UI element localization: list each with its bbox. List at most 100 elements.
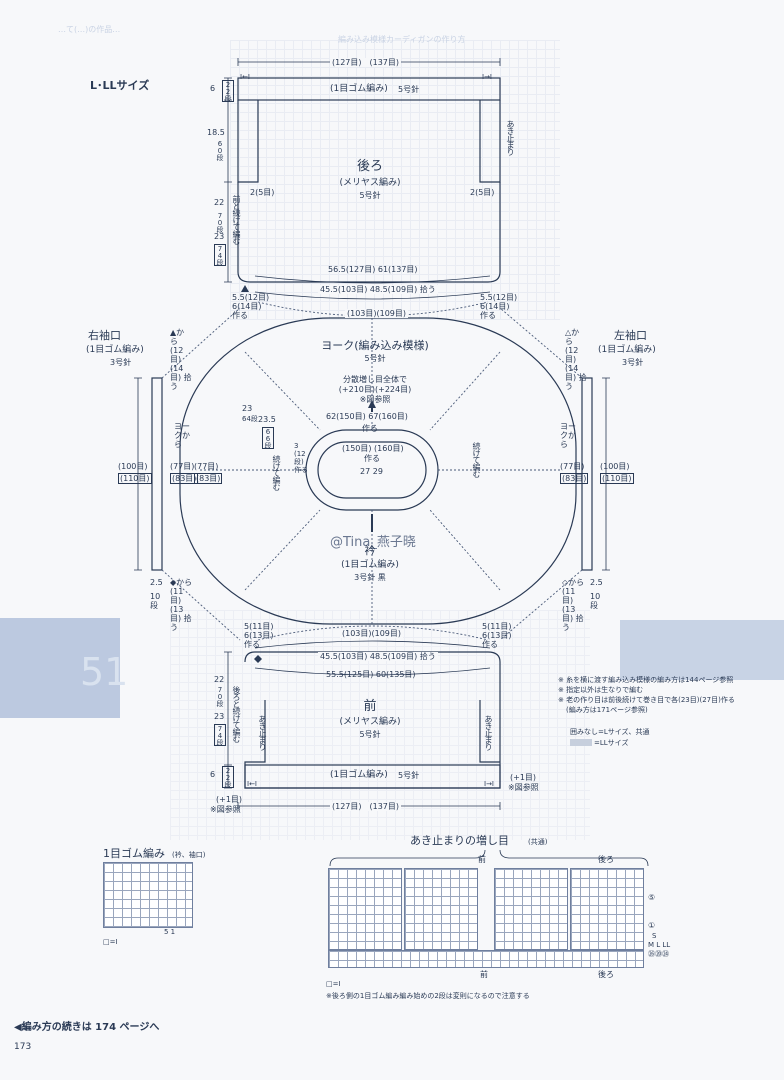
back-h-low2-rows: 74段 <box>214 244 226 266</box>
right-sleeve-bottom-pick: ◆から (11目) (13目) 拾う <box>170 578 193 632</box>
back-height-dim <box>224 77 232 283</box>
continued-note[interactable]: ◀編み方の続きは 174 ページへ <box>14 1022 160 1033</box>
slit-chart-sub: (共通) <box>528 838 548 846</box>
yoke-collar-inner: (150目) (160目) <box>342 444 404 453</box>
left-sleeve-total2: (110目) <box>600 473 634 484</box>
yoke-inner-make: 作る <box>362 424 378 433</box>
right-tab-panel <box>620 620 784 680</box>
diamond-marker <box>254 655 262 663</box>
front-stitch: (メリヤス編み) <box>339 717 401 727</box>
left-cuff-dim <box>602 377 610 571</box>
slit-label-front-top: 前 <box>478 855 486 864</box>
back-h-low-rows: 70段 <box>216 212 224 232</box>
yoke-title: ヨーク(編み込み模様) <box>321 339 429 352</box>
header-left: …て(…)の作品… <box>58 25 121 34</box>
right-sleeve-yoke-from: ヨークから <box>174 422 190 449</box>
yoke-collar-inner2: 作る <box>364 454 380 463</box>
front-pickup-arc <box>254 640 491 649</box>
front-rib-band <box>244 764 501 789</box>
front-tag-left: Ⅰ←Ⅰ <box>247 780 257 788</box>
front-side-note: 後ろと続けて編む <box>232 686 241 742</box>
back-pickup-width: 45.5(103目) 48.5(109目) 拾う <box>318 285 438 294</box>
slit-chart-title: あき止まりの増し目 <box>410 834 509 847</box>
right-sleeve-count-a: (77目) <box>170 462 195 471</box>
rib-chart-col-nums: 5 1 <box>164 928 176 936</box>
yoke-side-depth1: 23 <box>242 404 253 413</box>
right-cuff-dim <box>134 377 142 571</box>
back-rib-label: (1目ゴム編み) <box>330 84 388 94</box>
right-sleeve-total1: (100目) <box>118 462 148 471</box>
left-sleeve-bottom-len: 2.5 <box>590 578 603 587</box>
left-sleeve-bottom-rows: 10段 <box>590 592 601 610</box>
slit-sizes-2: M L LL <box>648 941 671 949</box>
front-h-rib: 6 <box>210 770 216 779</box>
yoke-inner-count: 62(150目) 67(160目) <box>326 412 408 421</box>
background-grid <box>230 40 560 320</box>
yoke-arrow-head <box>368 400 376 408</box>
slit-chart-legend: □=Ⅰ <box>326 980 341 988</box>
yoke-increase-note2: (+210目)(+224目) <box>338 385 412 394</box>
note-2: ※ 指定以外は生なりで編む <box>558 686 644 694</box>
front-h-low2-rows: 74段 <box>214 724 226 746</box>
back-right-increase: 2(5目) <box>470 188 495 197</box>
collar-stitch: (1目ゴム編み) <box>341 560 399 570</box>
yoke-collar-size: 27 29 <box>360 467 383 476</box>
triangle-marker <box>241 285 249 292</box>
right-sleeve-top-pick: ▲から (12目) (14目) 拾う <box>170 328 192 391</box>
front-slit-left: あき止まり <box>258 715 267 750</box>
right-sleeve-needle: 3号針 <box>110 358 132 367</box>
note-3: ※ 老の作り目は前後続けて巻き目で各(23目)(27目)作る <box>558 696 735 704</box>
slit-label-front-bottom: 前 <box>480 970 488 979</box>
back-h-rib: 6 <box>210 84 216 93</box>
right-sleeve-title: 右袖口 <box>88 329 121 342</box>
front-h-low-rows: 70段 <box>216 686 224 706</box>
back-body-outline <box>237 182 501 283</box>
back-slit: あき止まり <box>506 120 515 155</box>
left-cuff <box>581 377 593 571</box>
slit-chart-footnote: ※後ろ側の1目ゴム編み編み始めの2段は変則になるので注意する <box>326 992 530 1000</box>
collar-inner <box>317 441 427 499</box>
left-sleeve-bottom-pick: ◇から (11目) (13目) 拾う <box>562 578 585 632</box>
back-h-mid: 18.5 <box>207 128 225 137</box>
yoke-collar-rows: 3 (12段) 作る <box>294 442 308 474</box>
front-plus-left-note: ※図参照 <box>210 805 241 814</box>
yoke-needle: 5号針 <box>364 354 386 363</box>
back-h-mid-rows: 60段 <box>216 140 224 160</box>
back-slit-edges <box>237 100 501 183</box>
collar-needle: 3号針 黒 <box>354 573 386 582</box>
header-center: 編み込み模様カーディガンの作り方 <box>338 35 466 44</box>
back-bottom-arc <box>254 275 491 284</box>
back-stitch: (メリヤス編み) <box>339 178 401 188</box>
left-sleeve-count-b: (83目) <box>560 473 589 484</box>
slit-chart-grid-2 <box>404 868 478 950</box>
front-plus-right: (+1目) <box>510 773 537 782</box>
yoke-top-count: (103目)(109目) <box>345 309 409 318</box>
left-sleeve-total1: (100目) <box>600 462 630 471</box>
back-left-corner: 5.5(12目) 6(14目) 作る <box>232 293 270 320</box>
right-sleeve-bottom-rows: 10段 <box>150 592 161 610</box>
yoke-diag-lines <box>244 351 501 591</box>
front-plus-right-note: ※図参照 <box>508 783 539 792</box>
rib-chart-legend: □=Ⅰ <box>103 938 118 946</box>
back-right-corner: 5.5(12目) 6(14目) 作る <box>480 293 518 320</box>
back-needle: 5号針 <box>359 191 381 200</box>
front-height-dim <box>224 651 232 789</box>
right-sleeve-count-b: (83目) <box>170 473 199 484</box>
right-sleeve-count-c: (77目) <box>194 462 219 471</box>
front-width: 55.5(125目) 60(135目) <box>326 670 416 679</box>
slit-sizes: S <box>652 932 657 940</box>
front-top-left: 5(11目) 6(13目) 作る <box>244 622 274 649</box>
yoke-side-depth2-rows: 66段 <box>262 427 274 449</box>
right-sleeve-bottom-len: 2.5 <box>150 578 163 587</box>
back-corner-tag-right: Ⅰ→Ⅰ <box>482 73 492 81</box>
yoke-increase-note1: 分散増し目全体で <box>343 375 407 384</box>
slit-mark-5: ⑤ <box>648 893 656 902</box>
note-4: (編み方は171ページ参照) <box>566 706 648 714</box>
right-cuff <box>151 377 163 571</box>
front-needle: 5号針 <box>359 730 381 739</box>
watermark: @Tina_燕子晓 <box>330 535 416 550</box>
slit-label-back-bottom: 後ろ <box>598 970 614 979</box>
right-panel-number: 51 <box>80 650 129 694</box>
right-sleeve-total2: (110目) <box>118 473 152 484</box>
back-rib-needle: 5号針 <box>398 85 420 94</box>
